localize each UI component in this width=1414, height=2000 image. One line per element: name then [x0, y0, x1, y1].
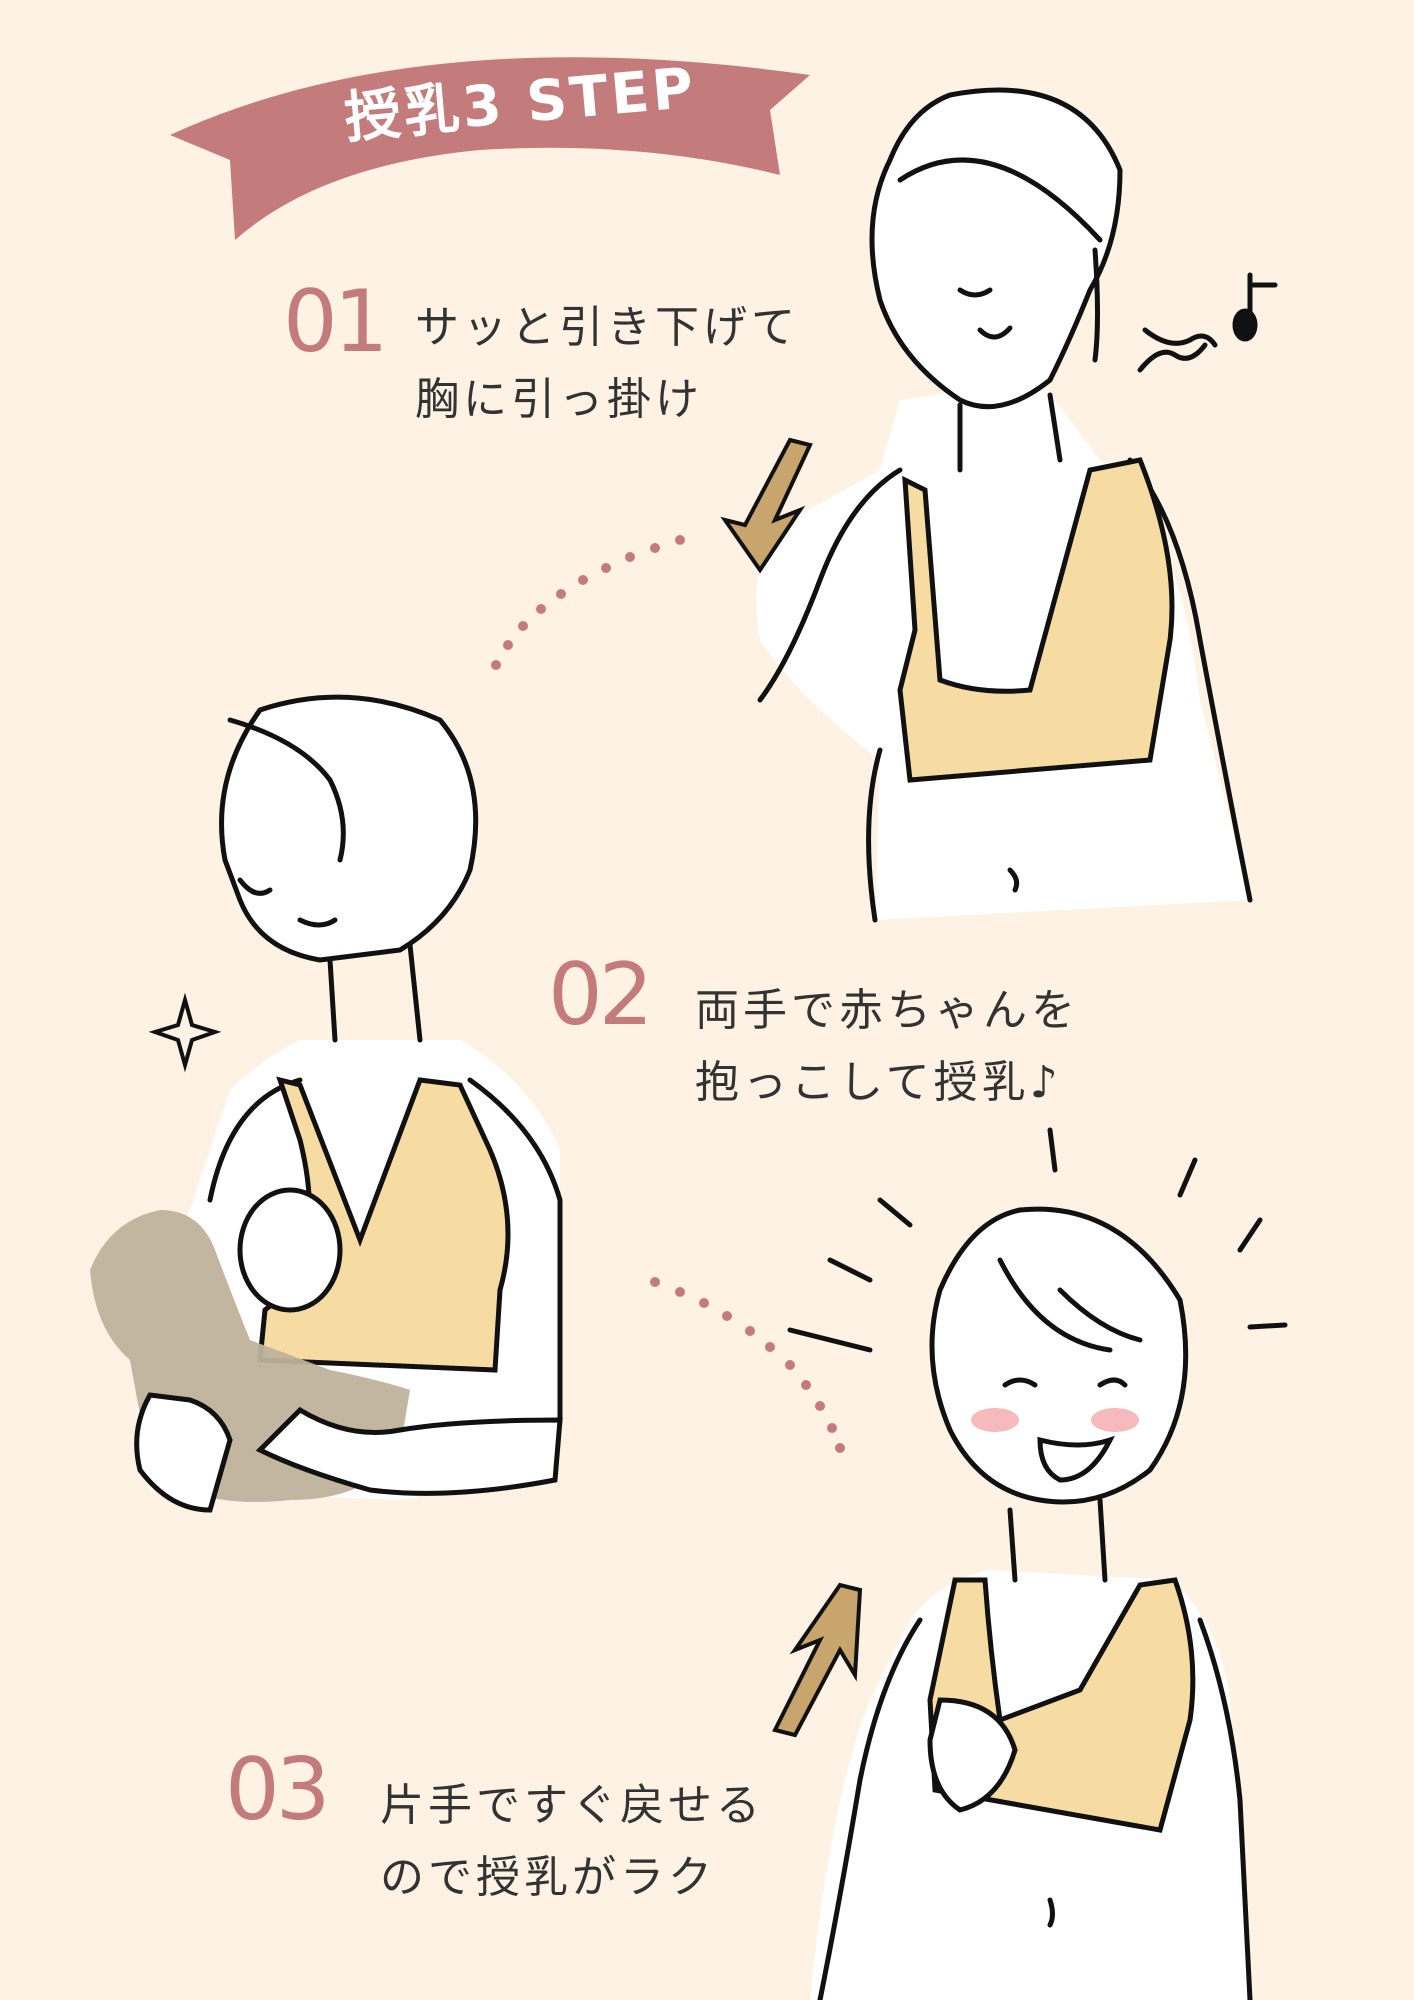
step-3-number: 03 — [225, 1740, 330, 1840]
arrow-up-icon — [772, 1582, 863, 1738]
step-3-description: 片手ですぐ戻せる ので授乳がラク — [380, 1770, 764, 1914]
step-1-description: サッと引き下げて 胸に引っ掛け — [415, 292, 799, 436]
step-1-line-1: サッと引き下げて — [415, 302, 799, 353]
woman-3 — [787, 1127, 1288, 2000]
bra-1 — [897, 457, 1175, 783]
step-2-number: 02 — [548, 945, 653, 1045]
step-2-line-2: 抱っこして授乳♪ — [695, 1057, 1062, 1108]
banner-ribbon — [170, 57, 810, 240]
bra-2 — [237, 1076, 511, 1373]
arrow-down-icon — [720, 437, 813, 574]
woman-1 — [756, 87, 1253, 923]
step-1-line-2: 胸に引っ掛け — [415, 374, 703, 425]
blush — [971, 1408, 1139, 1432]
step-2-description: 両手で赤ちゃんを 抱っこして授乳♪ — [695, 975, 1079, 1119]
step-1-number: 01 — [283, 272, 388, 372]
step-3-line-1: 片手ですぐ戻せる — [380, 1780, 764, 1831]
music-note-icon — [1137, 272, 1278, 373]
step-2-line-1: 両手で赤ちゃんを — [695, 985, 1079, 1036]
dotted-path-2 — [650, 1277, 845, 1453]
dotted-path-1 — [491, 535, 685, 670]
step-3-line-2: ので授乳がラク — [380, 1852, 716, 1903]
hands-2 — [134, 1392, 563, 1513]
hand-3 — [927, 1697, 1018, 1813]
sparkle-icon — [148, 992, 222, 1073]
